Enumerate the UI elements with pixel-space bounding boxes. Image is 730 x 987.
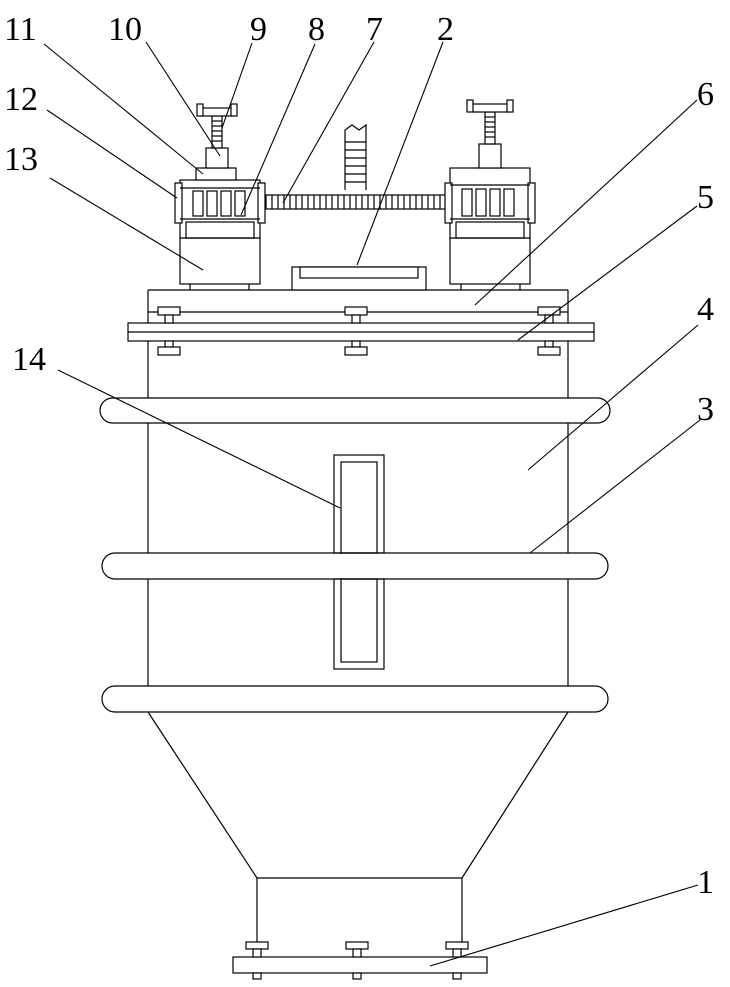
right-nut [479,144,501,168]
label-11: 11 [4,11,37,48]
label-3: 3 [697,391,714,428]
bolt-top-right [538,307,560,323]
label-1: 1 [697,864,714,901]
right-lower-block [450,238,530,284]
left-clamp-assembly [175,104,265,290]
ring-bottom [102,686,608,712]
label-14: 14 [12,341,46,378]
bolt-bottom-center [345,341,367,355]
label-12: 12 [4,81,38,118]
callout-labels: 1 2 3 4 5 6 7 8 9 10 11 12 13 14 [4,11,714,901]
leader-5 [518,206,697,340]
conical-hopper [148,712,568,878]
left-screw-seat [196,168,236,180]
label-8: 8 [308,11,325,48]
center-screw [345,125,366,190]
base-plate [233,957,487,973]
right-handwheel [472,104,508,112]
label-5: 5 [697,179,714,216]
left-lower-block [180,238,260,284]
leader-1 [430,885,698,966]
label-4: 4 [697,291,714,328]
center-handle [292,267,426,290]
leader-10 [146,42,220,156]
leader-7 [283,42,374,203]
ring-top [100,398,610,423]
outlet-pipe [257,878,462,942]
label-6: 6 [697,76,714,113]
leader-11 [44,44,203,174]
threaded-rod [262,195,450,209]
left-gear-housing [180,180,260,238]
leader-12 [47,110,177,198]
label-10: 10 [108,11,142,48]
leader-3 [530,420,700,553]
bolt-top-center [345,307,367,323]
label-7: 7 [366,11,383,48]
leader-14 [58,370,340,508]
leader-lines [44,42,700,966]
reinforcing-rings [100,398,610,712]
bolt-top-left [158,307,180,323]
bolt-bottom-right [538,341,560,355]
ring-middle [102,553,608,579]
leader-8 [241,44,315,215]
bolt-bottom-left [158,341,180,355]
label-13: 13 [4,141,38,178]
leader-2 [357,42,443,265]
flange [128,323,594,341]
label-9: 9 [250,11,267,48]
label-2: 2 [437,11,454,48]
